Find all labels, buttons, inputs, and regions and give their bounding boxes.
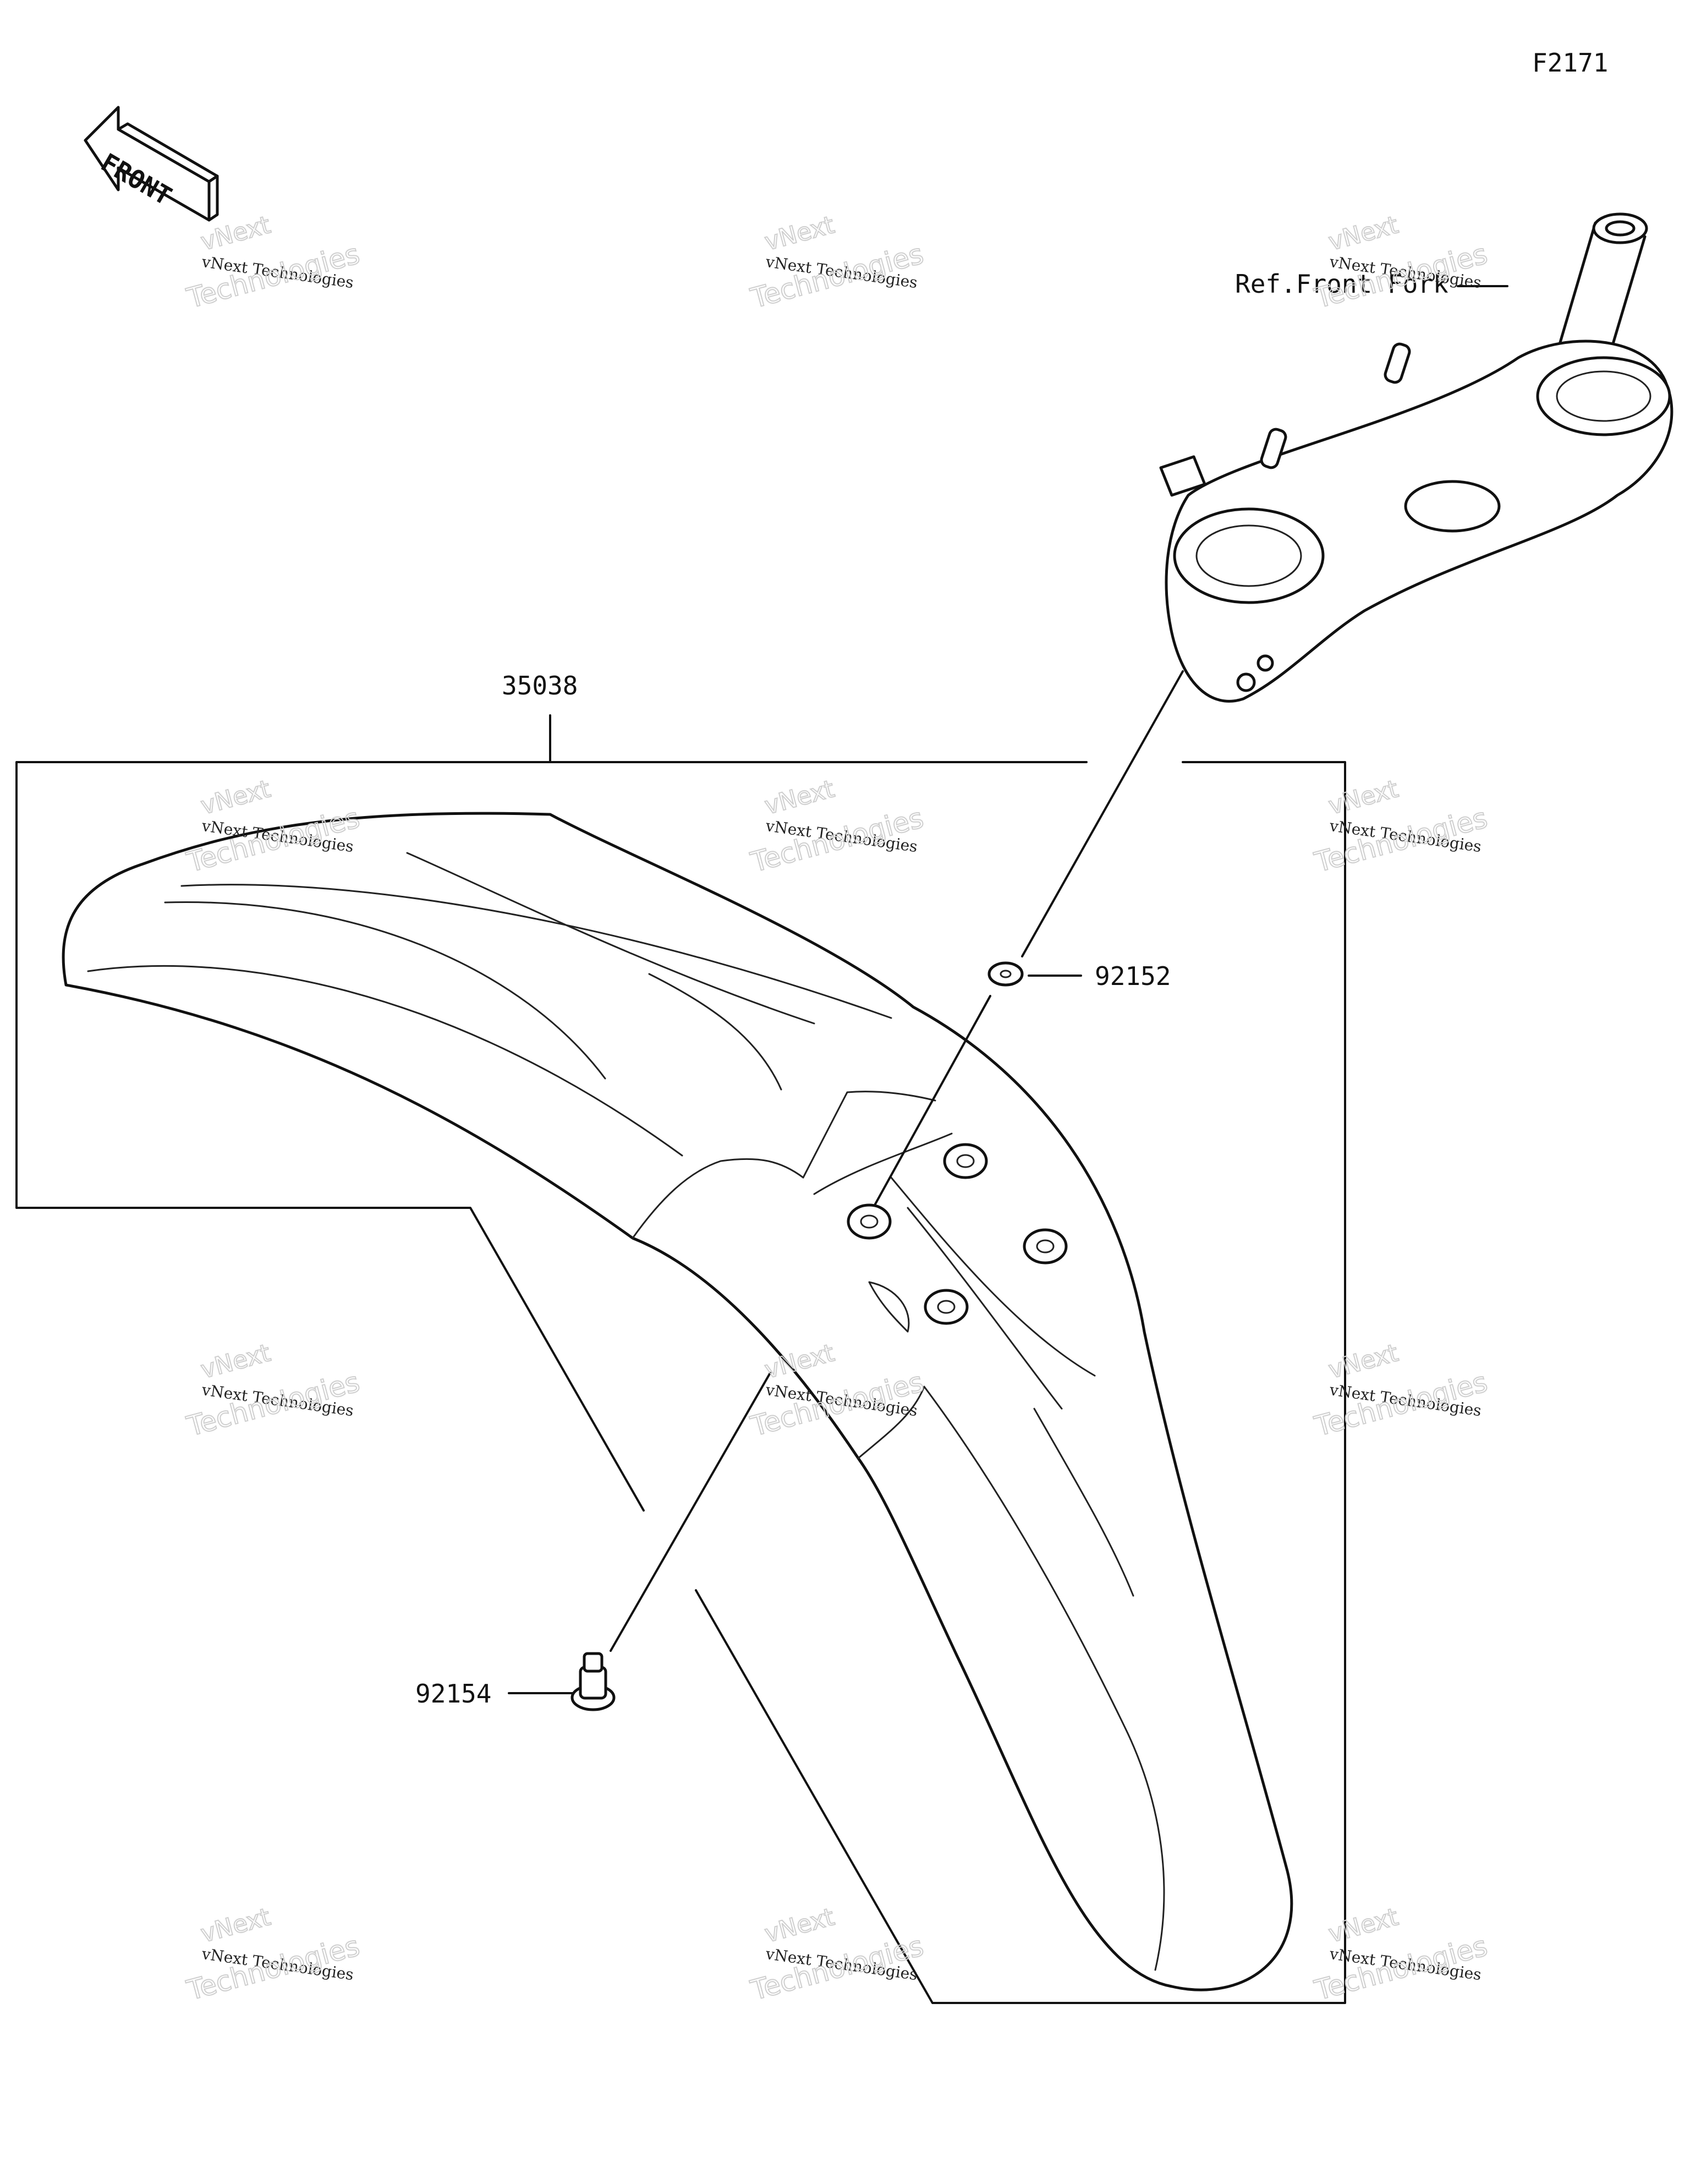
svg-text:vNext: vNext (198, 1339, 273, 1384)
svg-text:vNext: vNext (1326, 1339, 1401, 1384)
part-number-35038: 35038 (502, 671, 578, 700)
watermark: vNext vNext Technologies Technologies (1310, 1338, 1491, 1443)
svg-text:vNext: vNext (762, 211, 837, 256)
collar-92152-icon (987, 961, 1024, 987)
svg-text:vNext: vNext (1326, 211, 1401, 256)
svg-text:vNext: vNext (198, 1903, 273, 1948)
svg-text:vNext: vNext (762, 775, 837, 820)
watermark: vNext vNext Technologies Technologies (1310, 210, 1491, 315)
watermark: vNext vNext Technologies Technologies (1310, 1902, 1491, 2007)
assembly-line-fork-collar (1021, 670, 1184, 957)
watermark: vNext vNext Technologies Technologies (747, 210, 927, 315)
watermark: vNext vNext Technologies Technologies (183, 210, 363, 315)
watermark: vNext vNext Technologies Technologies (747, 774, 927, 879)
svg-text:vNext: vNext (1326, 1903, 1401, 1948)
assembly-line-collar-fender (874, 995, 991, 1206)
watermark: vNext vNext Technologies Technologies (1310, 774, 1491, 879)
svg-text:vNext: vNext (1326, 775, 1401, 820)
svg-text:vNext: vNext (762, 1903, 837, 1948)
watermark: vNext vNext Technologies Technologies (183, 1902, 363, 2007)
watermark: vNext vNext Technologies Technologies (747, 1902, 927, 2007)
bolt-92154-icon (570, 1652, 616, 1711)
watermark: vNext vNext Technologies Technologies (183, 1338, 363, 1443)
front-arrow-icon: FRONT (84, 106, 219, 222)
svg-text:vNext: vNext (198, 775, 273, 820)
assembly-line-bolt-fender (610, 1372, 771, 1652)
part-number-92154: 92154 (415, 1679, 491, 1709)
reference-label: Ref.Front Fork (1235, 269, 1448, 299)
part-number-92152: 92152 (1095, 961, 1171, 991)
front-fork-reference (1159, 212, 1673, 703)
diagram-code: F2171 (1532, 48, 1608, 78)
part-35038-bracket (15, 714, 1346, 2004)
front-fender (62, 812, 1293, 1991)
